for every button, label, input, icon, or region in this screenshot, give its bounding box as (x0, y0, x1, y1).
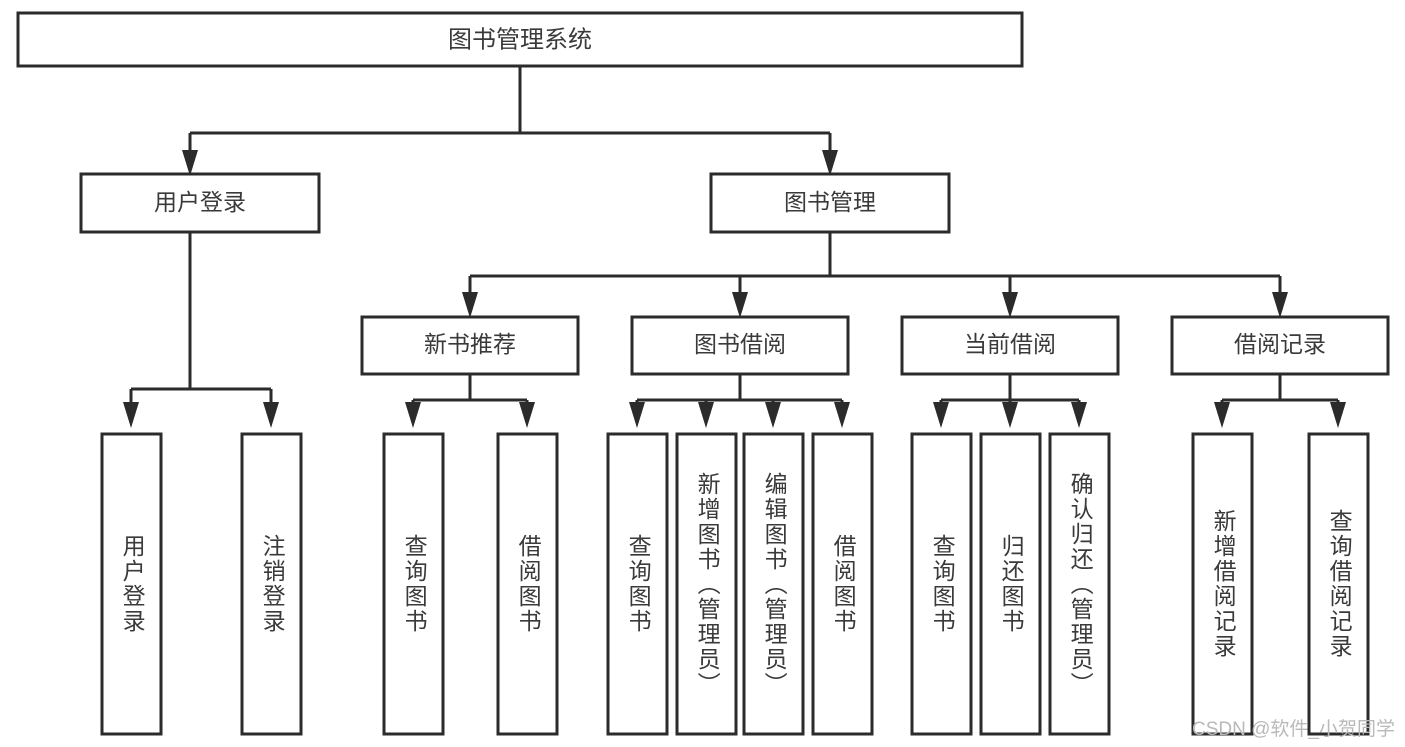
leaf-box-cb-3[interactable] (1048, 432, 1111, 736)
leaf-boxes-user-login (100, 432, 303, 736)
node-user-login-box[interactable] (79, 172, 321, 234)
arrow-leaf-user-login-2 (263, 402, 279, 428)
arrow-leaf-cb-1 (933, 402, 949, 428)
arrow-leaf-nbr-2 (519, 402, 535, 428)
arrow-leaf-br-2 (1330, 402, 1346, 428)
node-book-management-box[interactable] (709, 172, 951, 234)
node-root[interactable]: 图书管理系统 (16, 11, 1024, 68)
connector-group-user-login-children (123, 232, 279, 428)
node-new-book-recommend-box[interactable] (360, 315, 580, 376)
node-book-management[interactable]: 图书管理 (709, 172, 951, 234)
arrow-to-book-mgmt (822, 150, 838, 176)
node-book-management-label: 图书管理 (784, 189, 876, 215)
leaf-boxes-book-borrow (606, 432, 874, 736)
node-new-book-recommend-label: 新书推荐 (424, 331, 516, 357)
leaf-boxes-new-book-recommend (382, 432, 559, 736)
leaf-box-br-1[interactable] (1191, 432, 1254, 736)
connector-group-new-book-recommend-children (405, 374, 535, 428)
node-user-login-label: 用户登录 (154, 189, 246, 215)
leaf-box-bb-4[interactable] (811, 432, 874, 736)
arrow-leaf-bb-2 (698, 402, 714, 428)
connector-group-root-to-level2 (182, 66, 838, 176)
leaf-box-bb-2[interactable] (675, 432, 738, 736)
node-new-book-recommend[interactable]: 新书推荐 (360, 315, 580, 376)
arrow-leaf-bb-4 (834, 402, 850, 428)
leaf-box-nbr-1[interactable] (382, 432, 445, 736)
leaf-box-cb-1[interactable] (910, 432, 973, 736)
node-borrow-record-box[interactable] (1170, 315, 1390, 376)
arrow-to-borrow-record (1272, 292, 1288, 318)
arrow-to-user-login (182, 150, 198, 176)
connector-group-book-mgmt-children (462, 232, 1288, 318)
arrow-leaf-br-1 (1214, 402, 1230, 428)
leaf-box-cb-2[interactable] (979, 432, 1042, 736)
leaf-box-user-login-2[interactable] (240, 432, 303, 736)
node-current-borrow-box[interactable] (900, 315, 1120, 376)
arrow-leaf-bb-3 (765, 402, 781, 428)
arrow-leaf-user-login-1 (123, 402, 139, 428)
leaf-box-bb-3[interactable] (742, 432, 805, 736)
node-book-borrow-label: 图书借阅 (694, 331, 786, 357)
leaf-box-br-2[interactable] (1307, 432, 1370, 736)
node-current-borrow[interactable]: 当前借阅 (900, 315, 1120, 376)
leaf-boxes-borrow-record (1191, 432, 1370, 736)
arrow-leaf-cb-2 (1002, 402, 1018, 428)
node-borrow-record[interactable]: 借阅记录 (1170, 315, 1390, 376)
leaf-box-user-login-1[interactable] (100, 432, 163, 736)
leaf-boxes-current-borrow (910, 432, 1111, 736)
node-user-login[interactable]: 用户登录 (79, 172, 321, 234)
node-root-label: 图书管理系统 (448, 26, 592, 53)
leaf-box-bb-1[interactable] (606, 432, 669, 736)
arrow-leaf-nbr-1 (405, 402, 421, 428)
connector-group-current-borrow-children (933, 374, 1087, 428)
node-current-borrow-label: 当前借阅 (964, 331, 1056, 357)
node-book-borrow-box[interactable] (630, 315, 850, 376)
leaf-box-nbr-2[interactable] (496, 432, 559, 736)
connector-group-borrow-record-children (1214, 374, 1346, 428)
arrow-leaf-cb-3 (1071, 402, 1087, 428)
node-book-borrow[interactable]: 图书借阅 (630, 315, 850, 376)
node-borrow-record-label: 借阅记录 (1234, 331, 1326, 357)
arrow-to-current-borrow (1002, 292, 1018, 318)
node-root-box[interactable] (16, 11, 1024, 68)
connector-group-book-borrow-children (629, 374, 850, 428)
arrow-leaf-bb-1 (629, 402, 645, 428)
arrow-to-new-book-recommend (462, 292, 478, 318)
arrow-to-book-borrow (732, 292, 748, 318)
